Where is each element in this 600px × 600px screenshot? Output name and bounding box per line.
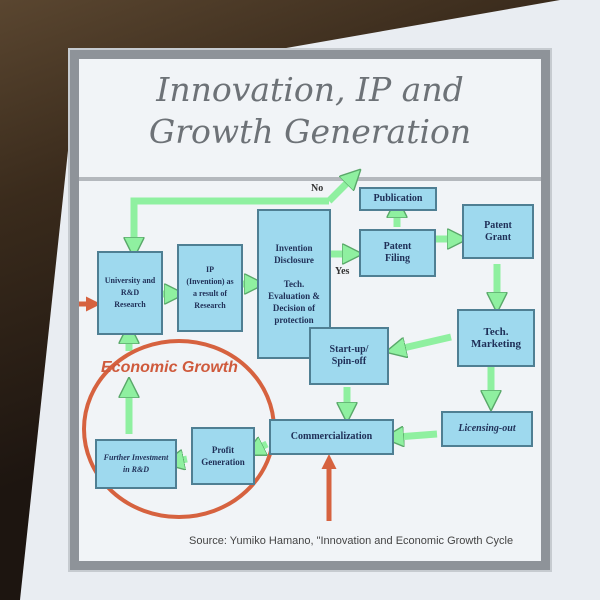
yes-label: Yes (335, 266, 349, 277)
box-ip-invention: IP (Invention) as a result of Research (177, 244, 243, 332)
box-patent-grant: Patent Grant (462, 204, 534, 259)
arrow-licensing-commercial (397, 434, 437, 437)
no-label: No (311, 183, 323, 194)
source-citation: Source: Yumiko Hamano, "Innovation and E… (189, 535, 513, 547)
box-profit-generation: Profit Generation (191, 427, 255, 485)
box-further-investment: Further Investment in R&D (95, 439, 177, 489)
arrow-to-publication (329, 179, 351, 201)
box-patent-filing: Patent Filing (359, 229, 436, 277)
box-tech-marketing: Tech. Marketing (457, 309, 535, 367)
box-publication: Publication (359, 187, 437, 211)
box-licensing-out: Licensing-out (441, 411, 533, 447)
box-startup-spinoff: Start-up/ Spin-off (309, 327, 389, 385)
slide: Innovation, IP andGrowth Generation No Y… (70, 50, 550, 570)
economic-growth-label: Economic Growth (101, 359, 238, 377)
arrow-marketing-startup (399, 337, 451, 349)
box-commercialization: Commercialization (269, 419, 394, 455)
arrow-profit-further (177, 459, 187, 461)
arrow-commercial-profit (257, 444, 267, 449)
slide-frame: Innovation, IP andGrowth Generation No Y… (70, 50, 550, 570)
box-university-research: University and R&D Research (97, 251, 163, 335)
